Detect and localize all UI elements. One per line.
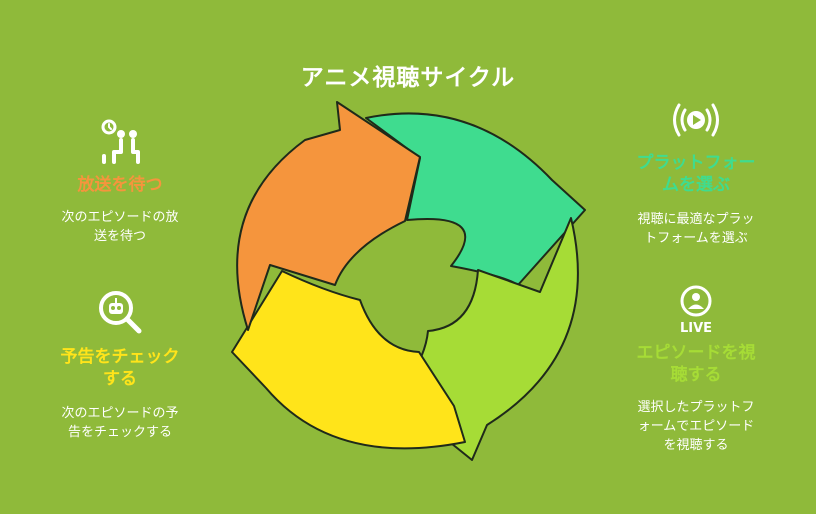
waiting-people-icon xyxy=(101,119,140,164)
step-watch-heading: エピソードを視 聴する xyxy=(636,343,756,385)
step-wait-description: 次のエピソードの放 送を待つ xyxy=(61,210,179,244)
step-platform-heading: プラットフォー ムを選ぶ xyxy=(636,153,756,195)
step-platform: プラットフォー ムを選ぶ 視聴に最適なプラッ トフォームを選ぶ xyxy=(616,96,776,248)
step-watch-description: 選択したプラットフ ォームでエピソード を視聴する xyxy=(637,400,755,453)
arrow-wait xyxy=(236,101,421,331)
search-magnifier-icon xyxy=(99,291,142,334)
live-label: LIVE xyxy=(680,321,712,336)
step-wait: 放送を待つ 次のエピソードの放 送を待つ xyxy=(40,118,200,246)
step-platform-description: 視聴に最適なプラッ トフォームを選ぶ xyxy=(637,212,755,246)
arrow-trailer xyxy=(231,270,466,450)
step-wait-heading: 放送を待つ xyxy=(77,175,163,195)
step-trailer-description: 次のエピソードの予 告をチェックする xyxy=(61,406,179,440)
step-trailer-heading: 予告をチェック する xyxy=(60,347,180,389)
live-streamer-icon: LIVE xyxy=(680,285,712,336)
diagram-title: アニメ視聴サイクル xyxy=(300,65,516,91)
step-watch: LIVE エピソードを視 聴する 選択したプラットフ ォームでエピソード を視聴… xyxy=(616,284,776,455)
step-trailer: 予告をチェック する 次のエピソードの予 告をチェックする xyxy=(40,288,200,442)
broadcast-play-icon xyxy=(673,103,719,137)
